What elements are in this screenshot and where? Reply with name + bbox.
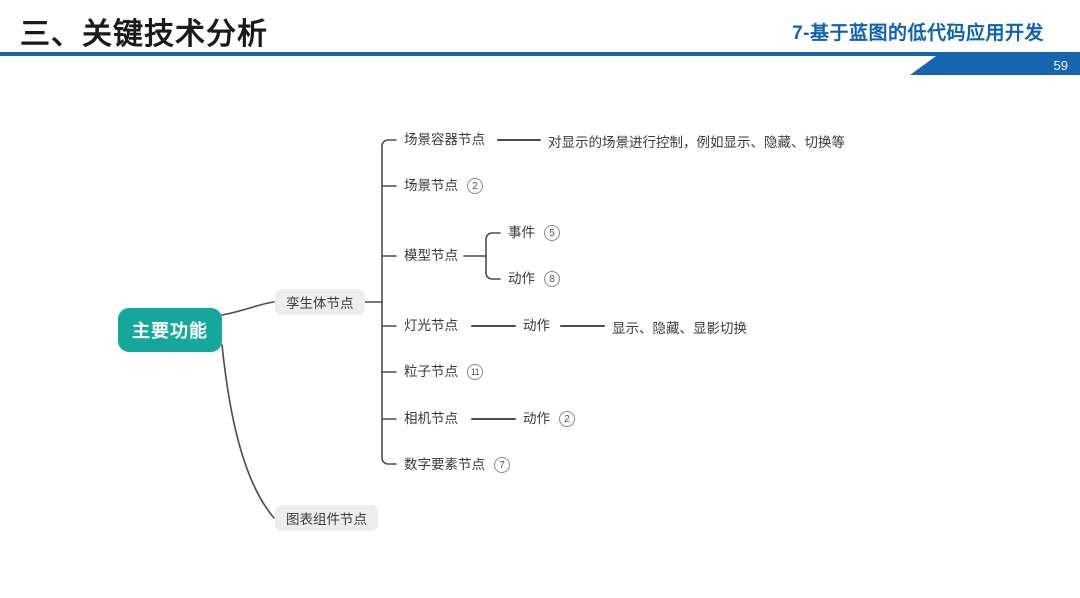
mindmap-node-model[interactable]: 模型节点 [404,247,458,265]
node-light-label: 灯光节点 [404,318,458,333]
mindmap-node-twin-entity[interactable]: 孪生体节点 [275,289,365,315]
mindmap-desc-light-action: 显示、隐藏、显影切换 [612,317,747,337]
header-subject-label: 7-基于蓝图的低代码应用开发 [792,23,1044,44]
node-particle-label: 粒子节点 [404,364,458,379]
mindmap-node-camera[interactable]: 相机节点 [404,410,458,428]
mindmap-diagram: 主要功能 孪生体节点 图表组件节点 场景容器节点 对显示的场景进行控制，例如显示… [0,72,1080,598]
node-camera-action-count-badge: 2 [559,411,575,427]
trunk-twin-children [381,139,397,465]
node-chart-label: 图表组件节点 [286,512,367,527]
mindmap-node-model-event[interactable]: 事件 5 [508,224,560,242]
node-digital-element-count-badge: 7 [494,457,510,473]
node-camera-label: 相机节点 [404,411,458,426]
mindmap-node-light[interactable]: 灯光节点 [404,317,458,335]
node-camera-action-label: 动作 [523,411,550,426]
page-number: 59 [1053,58,1068,73]
node-model-action-count-badge: 8 [544,271,560,287]
mindmap-node-scene-container[interactable]: 场景容器节点 [404,131,485,149]
node-digital-element-label: 数字要素节点 [404,457,485,472]
mindmap-node-scene[interactable]: 场景节点 2 [404,177,483,195]
edge-root-to-twin [221,301,275,316]
node-model-label: 模型节点 [404,248,458,263]
edge-root-to-chart [221,344,275,519]
mindmap-node-chart-component[interactable]: 图表组件节点 [275,505,378,531]
page-title: 三、关键技术分析 [20,18,268,51]
node-particle-count-badge: 11 [467,364,483,380]
subtrunk-model-children [485,232,501,280]
desc-light-action-text: 显示、隐藏、显影切换 [612,321,747,336]
root-node-label: 主要功能 [132,321,208,341]
slide-header: 三、关键技术分析 7-基于蓝图的低代码应用开发 59 [0,0,1080,75]
node-scene-count-badge: 2 [467,178,483,194]
node-scene-label: 场景节点 [404,178,458,193]
mindmap-node-particle[interactable]: 粒子节点 11 [404,363,483,381]
mindmap-connector-lines [221,139,605,519]
mindmap-desc-scene-container: 对显示的场景进行控制，例如显示、隐藏、切换等 [548,131,845,151]
node-model-action-label: 动作 [508,271,535,286]
page-number-banner [910,56,1080,75]
desc-scene-container-text: 对显示的场景进行控制，例如显示、隐藏、切换等 [548,135,845,150]
header-divider-rule [0,52,1080,56]
node-scene-container-label: 场景容器节点 [404,132,485,147]
node-light-action-label: 动作 [523,318,550,333]
node-twin-label: 孪生体节点 [286,296,354,311]
node-model-event-label: 事件 [508,225,535,240]
mindmap-node-digital-element[interactable]: 数字要素节点 7 [404,456,510,474]
mindmap-node-light-action[interactable]: 动作 [523,317,550,335]
mindmap-node-model-action[interactable]: 动作 8 [508,270,560,288]
node-model-event-count-badge: 5 [544,225,560,241]
mindmap-root-node[interactable]: 主要功能 [118,308,222,352]
mindmap-node-camera-action[interactable]: 动作 2 [523,410,575,428]
